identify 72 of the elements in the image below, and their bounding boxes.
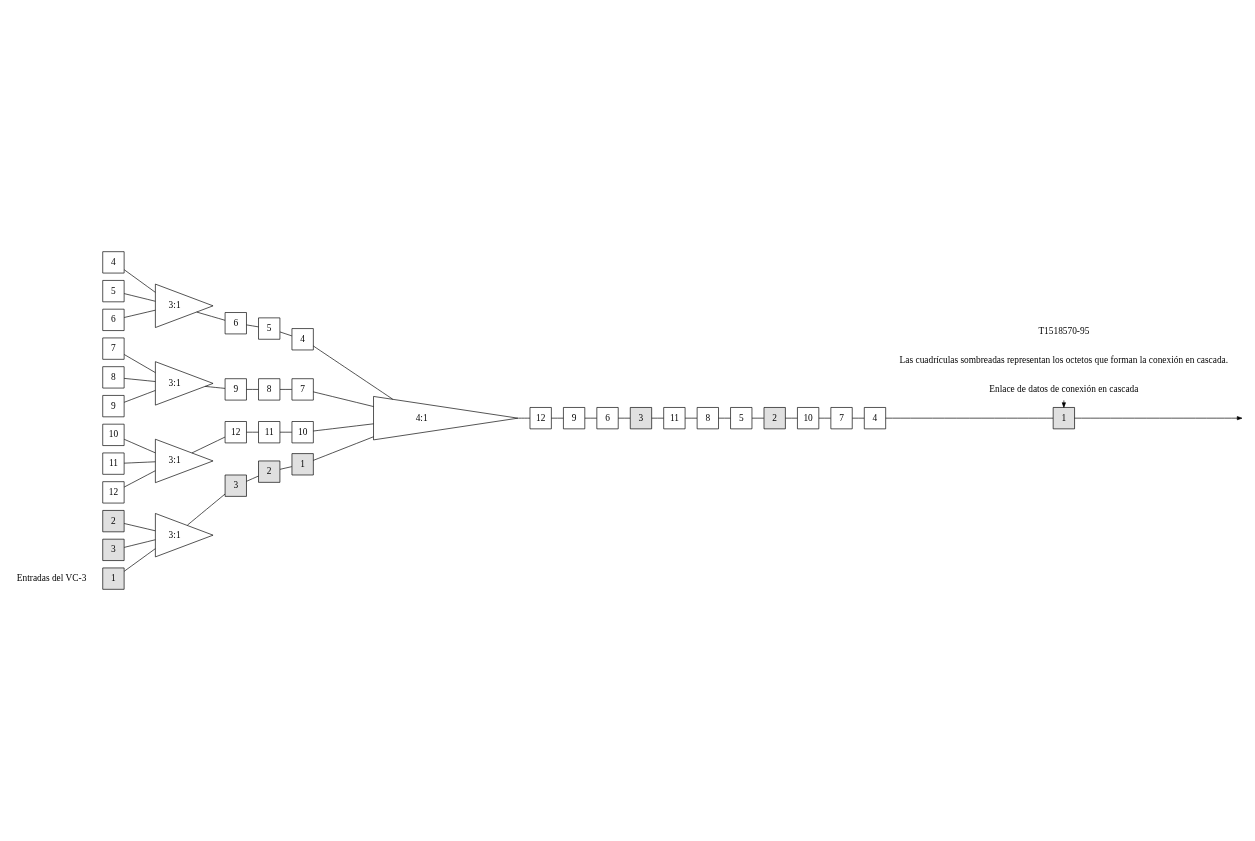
node-box: 1 [102,567,125,590]
node-box: 1 [291,453,314,476]
connector [187,493,226,526]
node-box: 4 [291,328,314,351]
node-box: 10 [797,407,820,430]
connector [313,436,374,461]
label: T1518570-95 [1038,326,1090,337]
node-box: 8 [102,366,125,389]
node-box: 11 [258,421,281,444]
node-box: 3 [629,407,652,430]
connector [196,311,226,321]
connector [279,466,293,470]
node-box: 11 [102,452,125,475]
node-box: 2 [763,407,786,430]
connector [204,386,226,389]
arrow [1061,400,1066,408]
connector [279,389,293,390]
node-box: 2 [258,460,281,483]
label: Las cuadrículas sombreadas representan los octetos que forman la conexión en cascada. [899,355,1229,366]
connector [123,461,156,464]
node-text: Enlace de datos de conexión en cascada [989,383,1139,394]
node-box: 7 [830,407,853,430]
node-box: 12 [102,481,125,504]
label: Entradas del VC-3 [16,573,87,584]
node-box: 10 [102,423,125,446]
node-box: 6 [224,312,247,335]
node-box: 12 [224,421,247,444]
connector [123,309,156,318]
node-box: 12 [529,407,552,430]
connector [246,475,259,482]
node-box: 7 [291,378,314,401]
connector [246,324,259,328]
connector [313,423,374,432]
connector [718,417,731,419]
node-box: 11 [663,407,686,430]
arrow [1074,416,1243,421]
connector [246,389,259,390]
connector [123,438,156,454]
connector [123,539,156,548]
connector [123,378,156,382]
connector [123,293,156,302]
node-box: 4 [863,407,886,430]
node-box: 9 [102,395,125,418]
node-box: 10 [291,421,314,444]
node-box: 5 [102,280,125,303]
node-box: 9 [224,378,247,401]
connector [123,269,156,293]
node-box: 8 [696,407,719,430]
connector [313,345,394,400]
connector [551,417,564,419]
node-box: 2 [102,510,125,533]
connector [123,390,156,403]
node-box: 9 [563,407,586,430]
connector [517,417,531,419]
node-box: 8 [258,378,281,401]
connector [785,417,798,419]
connector [123,470,156,488]
node-box: 4 [102,251,125,274]
connector [123,548,156,572]
node-box: 3 [102,538,125,561]
node-box: 7 [102,337,125,360]
node-box: 6 [102,308,125,331]
connector [123,354,156,373]
node-box: 5 [258,317,281,340]
node-box: 1 [1052,407,1075,430]
connector [123,523,156,532]
connector [191,436,226,454]
node-box: 3 [224,474,247,497]
connector [246,431,259,433]
connector [313,391,374,407]
node-box: 6 [596,407,619,430]
node-box: 5 [730,407,753,430]
